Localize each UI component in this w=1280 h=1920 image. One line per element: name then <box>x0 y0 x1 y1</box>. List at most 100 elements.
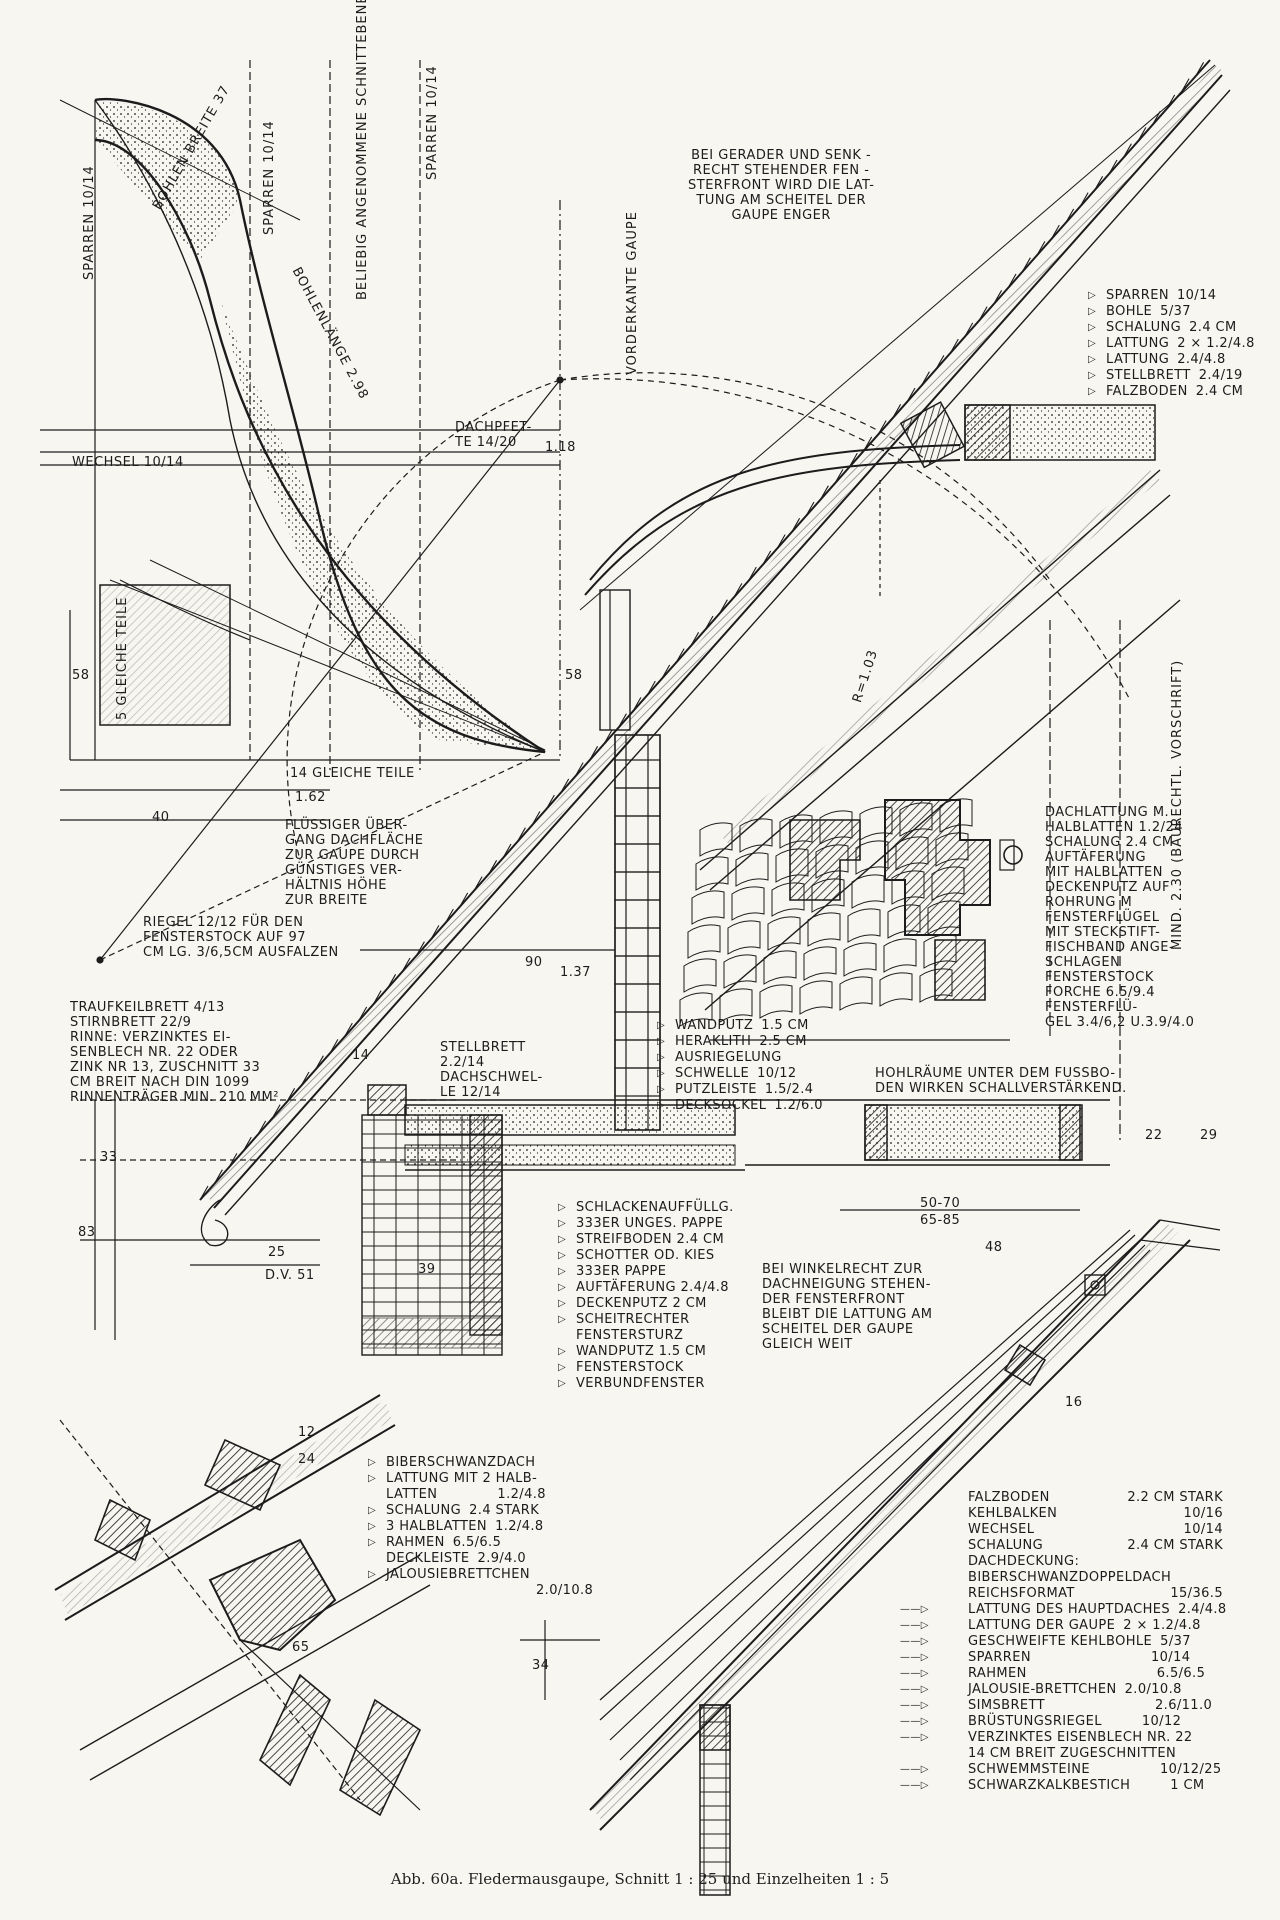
shingle <box>839 976 873 1011</box>
riegel-note: RIEGEL 12/12 FÜR DEN FENSTERSTOCK AUF 97… <box>143 915 339 960</box>
sparren-right-label: SPARREN 10/14 <box>425 65 440 180</box>
shingle <box>719 988 753 1023</box>
top-note-line-4: TUNG AM SCHEITEL DER <box>696 193 866 208</box>
arrow-icon: ▷ <box>558 1346 567 1357</box>
shingle <box>807 912 841 947</box>
legend-item: ▷FENSTERSTOCK <box>558 1360 684 1375</box>
wechsel-label: WECHSEL 10/14 <box>72 455 184 470</box>
shingle <box>799 980 833 1015</box>
arrow-icon: ▷ <box>368 1537 377 1548</box>
arrow-icon: ——▷ <box>900 1668 929 1679</box>
legend-item: ▷SCHEITRECHTER <box>558 1312 690 1327</box>
traufe-note: TRAUFKEILBRETT 4/13 STIRNBRETT 22/9 RINN… <box>70 1000 279 1105</box>
eave-detail <box>54 1394 431 1817</box>
dim-118: 1.18 <box>545 440 576 455</box>
wall-block <box>614 927 661 957</box>
arrow-icon: ▷ <box>558 1234 567 1245</box>
shingle <box>879 972 913 1007</box>
dim-83: 83 <box>78 1225 96 1240</box>
spec-row: ——▷VERZINKTES EISENBLECH NR. 22 <box>900 1730 1193 1745</box>
arrow-icon: ▷ <box>558 1378 567 1389</box>
arrow-icon: ——▷ <box>900 1700 929 1711</box>
winkel-note: BEI WINKELRECHT ZUR DACHNEIGUNG STEHEN- … <box>762 1262 933 1352</box>
arrow-icon: ▷ <box>657 1100 666 1111</box>
arrow-icon: ——▷ <box>900 1716 929 1727</box>
dim-65-85: 65-85 <box>920 1213 961 1228</box>
wall-block <box>614 1011 661 1041</box>
dachpfette-label: DACHPFET- TE 14/20 <box>455 420 532 450</box>
spec-row: 14 CM BREIT ZUGESCHNITTEN <box>968 1746 1177 1761</box>
figure-caption: Abb. 60a. Fledermausgaupe, Schnitt 1 : 2… <box>390 1870 890 1888</box>
legend-floor: ▷SCHLACKENAUFFÜLLG. ▷333ER UNGES. PAPPE … <box>558 1200 734 1392</box>
wall-block <box>614 899 661 929</box>
arrow-icon: ——▷ <box>900 1636 929 1647</box>
legend-item: ▷LATTUNG MIT 2 HALB- <box>368 1471 538 1486</box>
dim-29: 29 <box>1200 1128 1218 1143</box>
arrow-icon: ▷ <box>657 1020 666 1031</box>
vorderkante-label: VORDERKANTE GAUPE <box>625 211 640 375</box>
dim-14: 14 <box>352 1048 370 1063</box>
hohlraeume-note: HOHLRÄUME UNTER DEM FUSSBO- DEN WIRKEN S… <box>875 1066 1127 1096</box>
dim-65: 65 <box>292 1640 310 1655</box>
dim-50-70: 50-70 <box>920 1196 961 1211</box>
arrow-icon: ——▷ <box>900 1780 929 1791</box>
dim-40: 40 <box>152 810 170 825</box>
legend-item: ▷SCHOTTER OD. KIES <box>558 1248 715 1263</box>
spec-row: BIBERSCHWANZDOPPELDACH <box>968 1570 1172 1585</box>
shingle <box>727 920 761 955</box>
arrow-icon: ——▷ <box>900 1604 929 1615</box>
dim-14-gleiche: 14 GLEICHE TEILE <box>290 766 415 781</box>
wall-block <box>614 843 661 873</box>
dormer-curve-development <box>40 60 564 964</box>
arrow-icon: ▷ <box>1088 290 1097 301</box>
shingle <box>683 958 717 993</box>
dim-dv51: D.V. 51 <box>265 1268 315 1283</box>
top-note-line-1: BEI GERADER UND SENK - <box>691 148 872 163</box>
arrow-icon: ▷ <box>558 1266 567 1277</box>
shingle <box>723 954 757 989</box>
main-roof-section <box>80 59 1231 1356</box>
arrow-icon: ▷ <box>657 1052 666 1063</box>
legend-item: ▷STREIFBODEN 2.4 CM <box>558 1232 725 1247</box>
uebergang-note: FLÜSSIGER ÜBER- GANG DACHFLÄCHE ZUR GAUP… <box>285 818 424 908</box>
arrow-icon: ▷ <box>368 1505 377 1516</box>
arrow-icon: ——▷ <box>900 1684 929 1695</box>
wall-block <box>614 815 661 845</box>
shingle <box>771 882 805 917</box>
arrow-icon: ▷ <box>558 1362 567 1373</box>
legend-item: 2.0/10.8 <box>536 1583 594 1598</box>
arrow-icon: ▷ <box>1088 322 1097 333</box>
arrow-icon: ▷ <box>368 1457 377 1468</box>
arrow-icon: ▷ <box>657 1068 666 1079</box>
arrow-icon: ▷ <box>558 1282 567 1293</box>
legend-item: FENSTERSTURZ <box>576 1328 684 1343</box>
dim-16: 16 <box>1065 1395 1083 1410</box>
legend-item: ▷AUSRIEGELUNG <box>657 1050 782 1065</box>
wall-block <box>614 787 661 817</box>
spec-row: DACHDECKUNG: <box>968 1554 1080 1569</box>
shingle <box>731 886 765 921</box>
legend-item: ▷JALOUSIEBRETTCHEN <box>368 1567 530 1582</box>
arrow-icon: ▷ <box>558 1202 567 1213</box>
